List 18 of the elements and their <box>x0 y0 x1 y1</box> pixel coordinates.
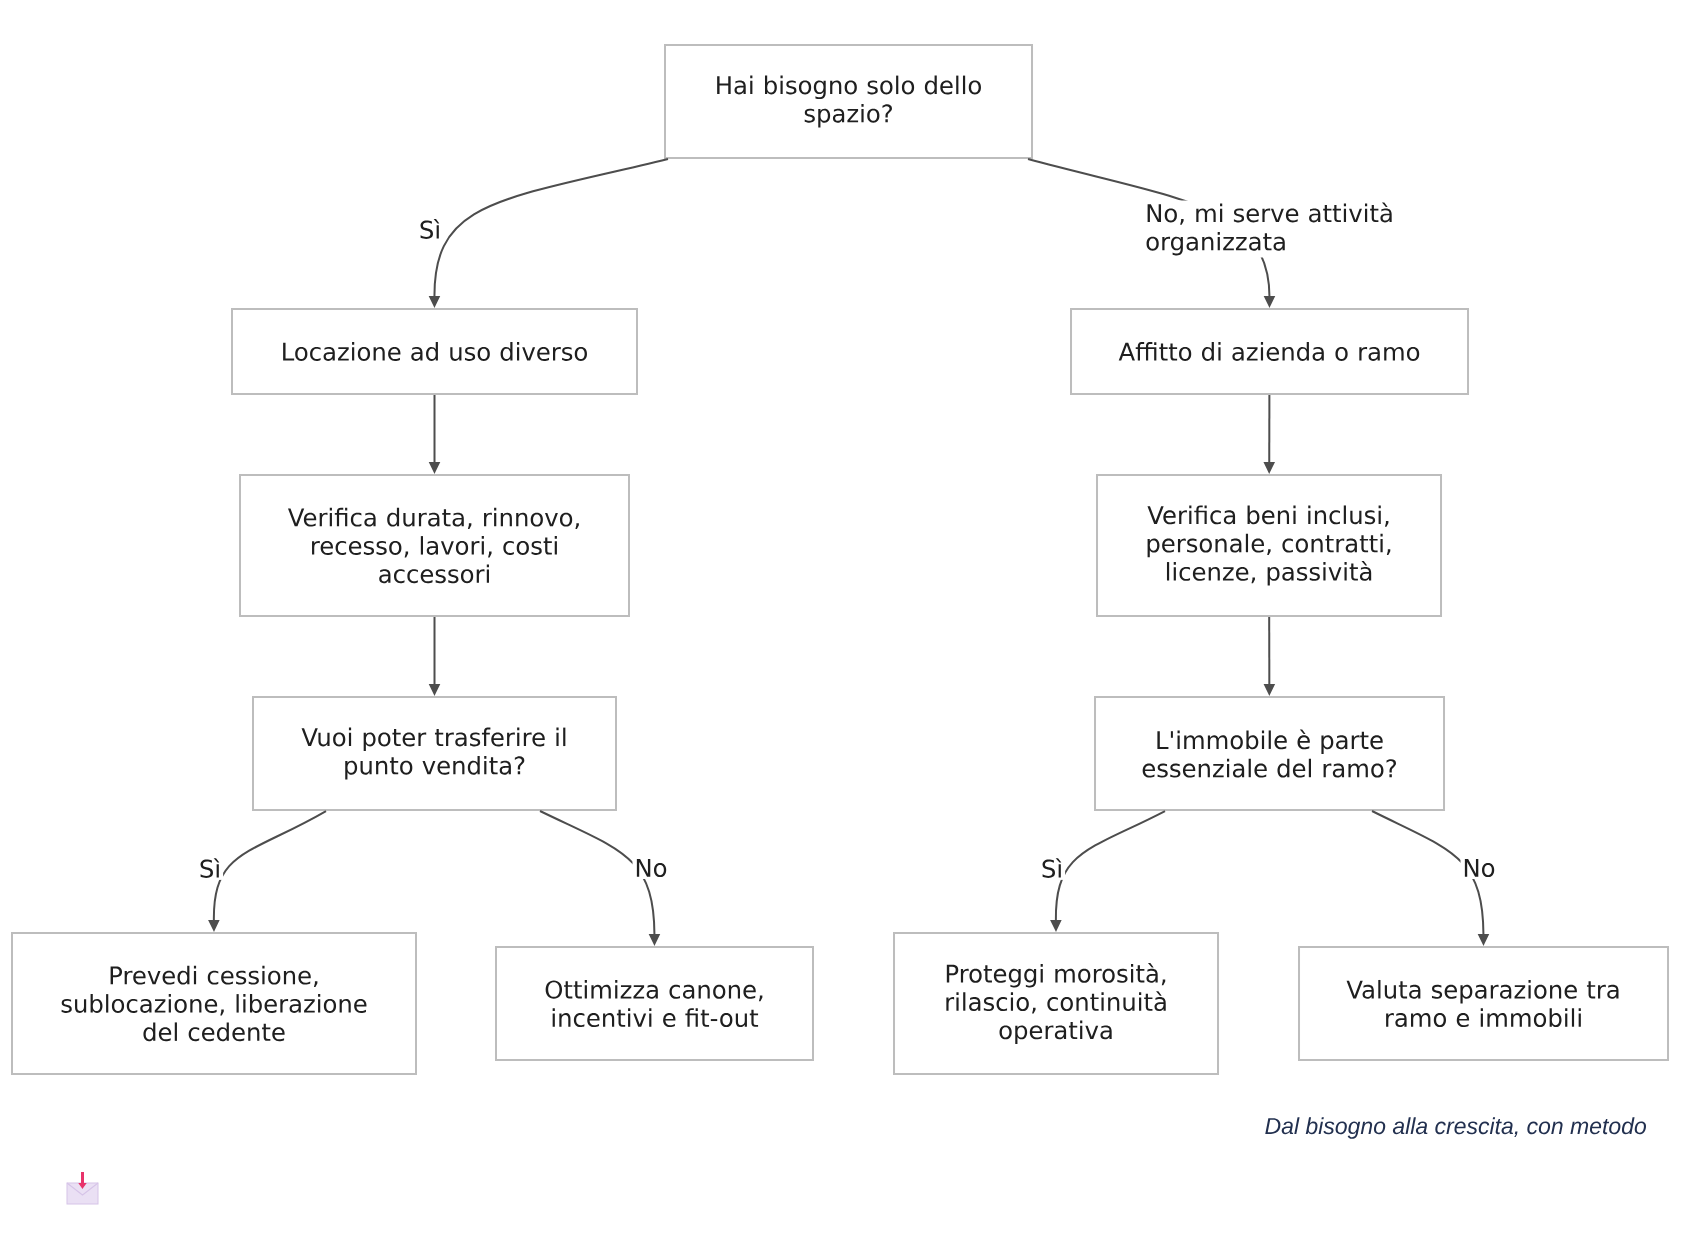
edge-label: No, mi serve attività organizzata <box>1143 200 1400 258</box>
process-box: Verifica beni inclusi, personale, contratti, licenze, passività <box>1096 474 1442 617</box>
process-box: Valuta separazione tra ramo e immobili <box>1298 946 1669 1061</box>
edge-label: Sì <box>416 217 444 241</box>
process-box: Proteggi morosità, rilascio, continuità operativa <box>893 932 1219 1075</box>
process-box: Hai bisogno solo dello spazio? <box>664 44 1033 159</box>
tagline: Dal bisogno alla crescita, con metodo <box>1265 1117 1646 1139</box>
process-box: L'immobile è parte essenziale del ramo? <box>1094 696 1445 811</box>
edge-label: No <box>1460 857 1498 880</box>
edge-label: No <box>632 857 670 880</box>
process-box: Verifica durata, rinnovo, recesso, lavori, costi accessori <box>239 474 630 617</box>
edge-label: Sì <box>196 856 224 880</box>
process-box: Affitto di azienda o ramo <box>1070 308 1469 395</box>
process-box: Locazione ad uso diverso <box>231 308 638 395</box>
process-box: Prevedi cessione, sublocazione, liberazione del cedente <box>11 932 417 1075</box>
process-box: Vuoi poter trasferire il punto vendita? <box>252 696 617 811</box>
process-box: Ottimizza canone, incentivi e fit-out <box>495 946 814 1061</box>
edge-label: Sì <box>1038 856 1066 880</box>
